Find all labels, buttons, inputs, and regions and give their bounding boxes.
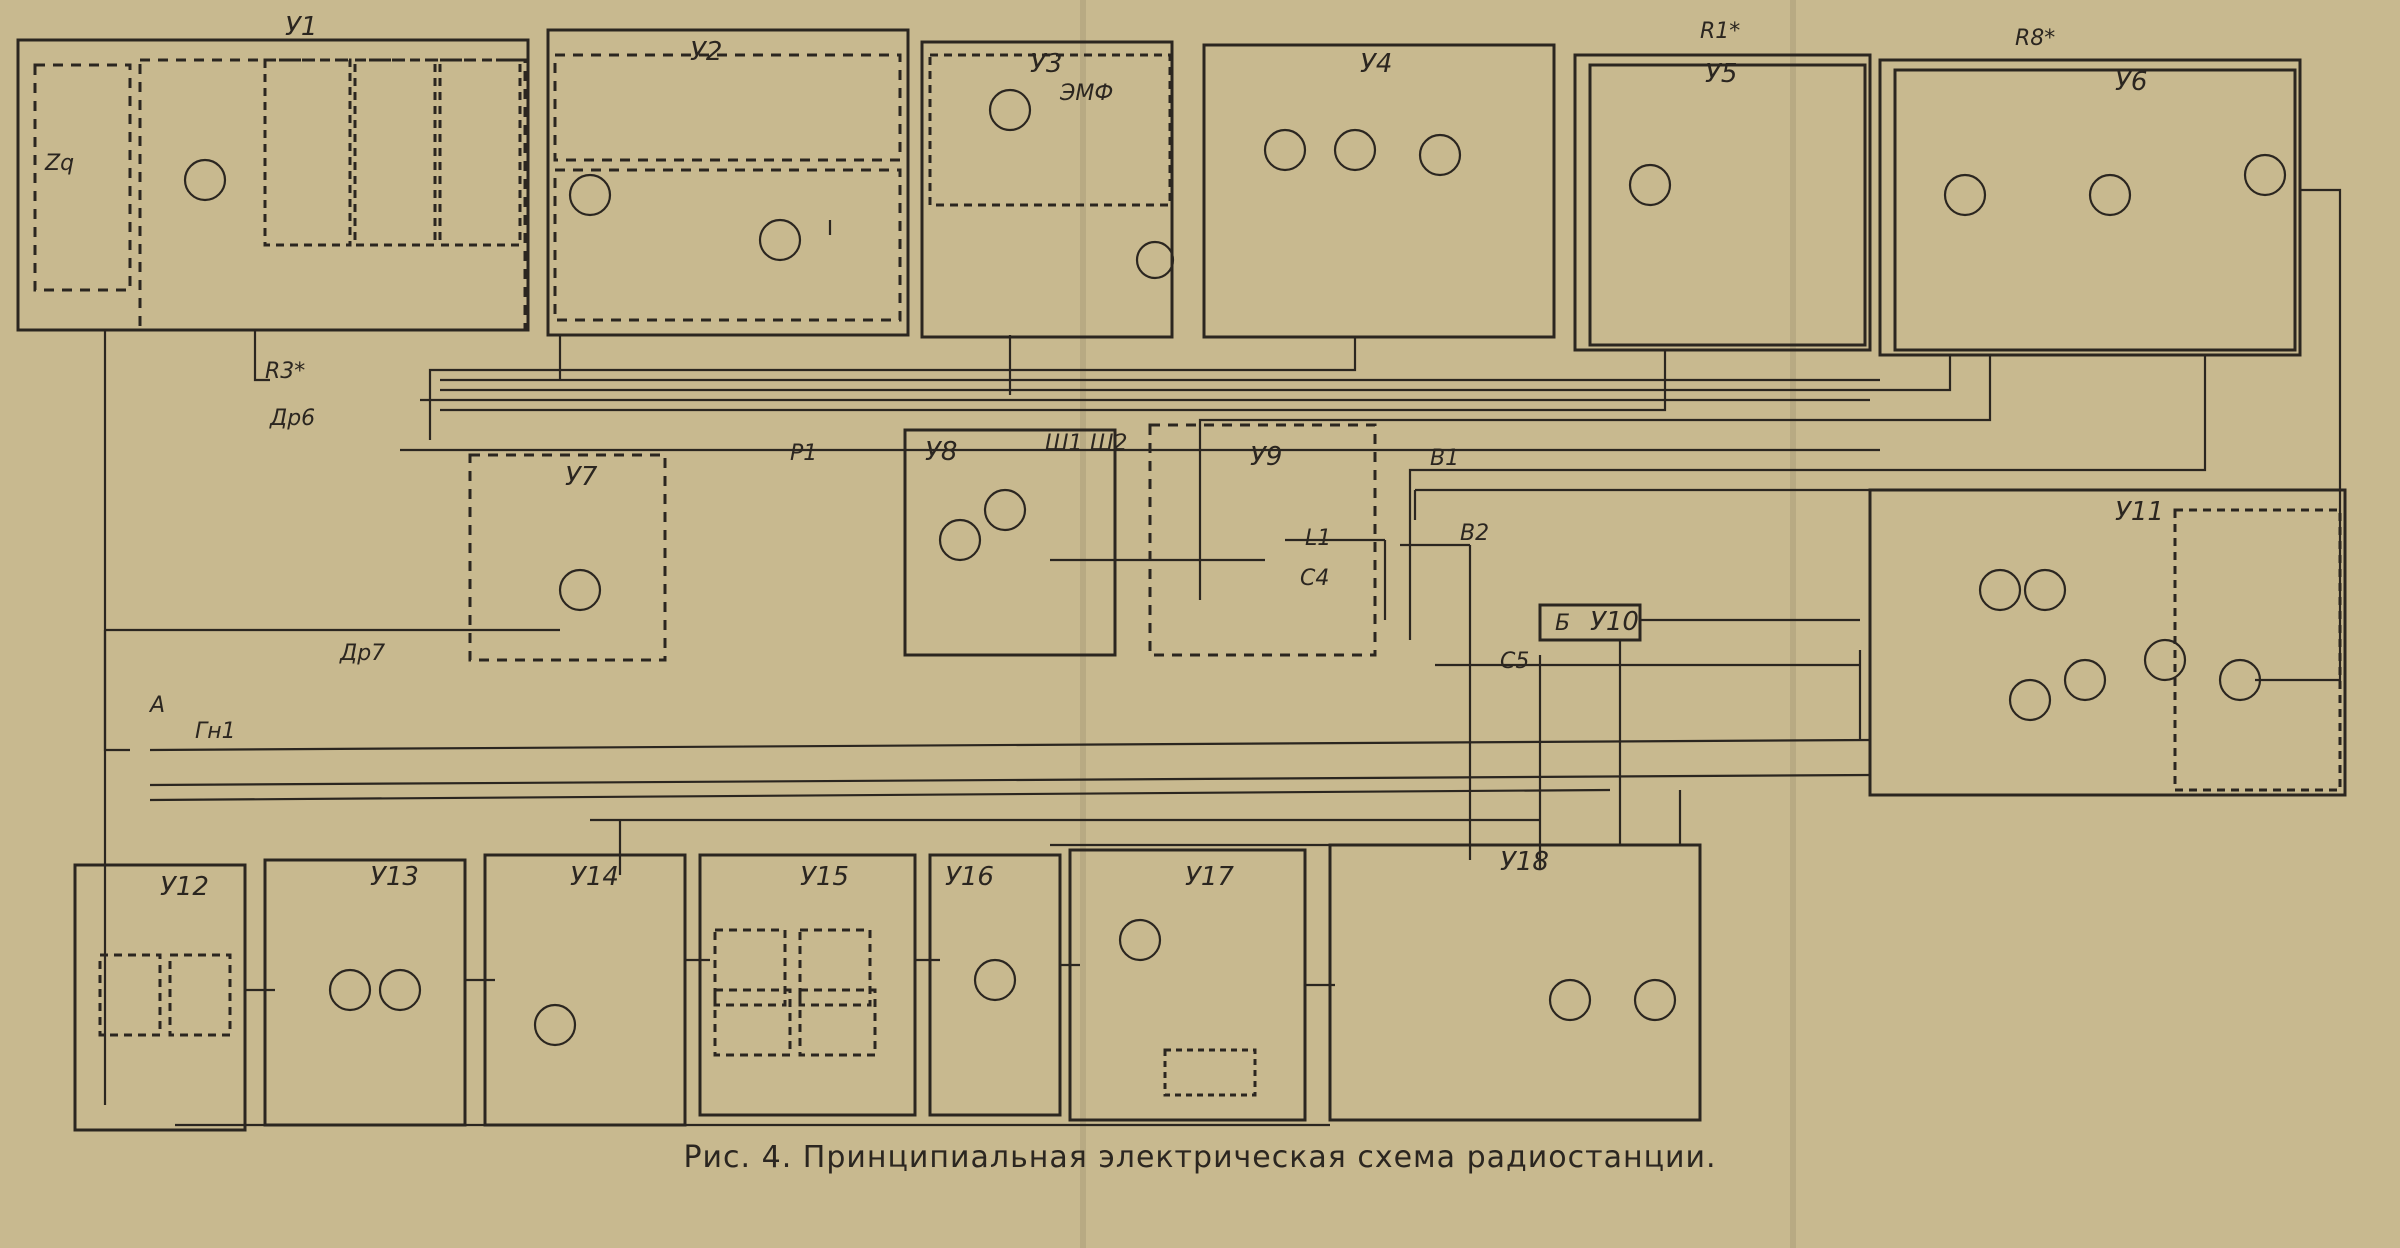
figure-caption: Рис. 4. Принципиальная электрическая схе… — [683, 1140, 1717, 1175]
label-r1top: R1* — [1700, 19, 1740, 44]
label-l1: L1 — [1305, 526, 1331, 551]
unit-u6-label: У6 — [2115, 67, 2147, 97]
unit-u7-frame — [468, 453, 667, 662]
unit-u10-label: У10 — [1590, 607, 1639, 637]
unit-u5-label: У5 — [1705, 59, 1737, 89]
unit-u1-label: У1 — [285, 12, 317, 42]
unit-u18-frame — [1328, 843, 1702, 1122]
unit-u4-frame — [1202, 43, 1556, 339]
label-emf: ЭМФ — [1059, 81, 1113, 106]
unit-u13-frame — [263, 858, 467, 1127]
label-p1: Р1 — [790, 441, 817, 466]
unit-u18-label: У18 — [1500, 847, 1549, 877]
unit-u16-frame — [928, 853, 1062, 1117]
unit-u17-label: У17 — [1185, 862, 1234, 892]
label-r8top: R8* — [2015, 26, 2055, 51]
unit-u5-frame — [1573, 53, 1872, 352]
unit-u9-label: У9 — [1250, 442, 1282, 472]
unit-u12-frame — [73, 863, 247, 1132]
label-a: А — [148, 693, 165, 718]
label-zq: Zq — [44, 151, 74, 176]
label-b: Б — [1555, 611, 1570, 636]
unit-u14-frame — [483, 853, 687, 1127]
unit-u2-label: У2 — [690, 37, 722, 67]
label-gn1: Гн1 — [195, 719, 236, 744]
unit-u16-label: У16 — [945, 862, 994, 892]
label-r3: R3* — [265, 359, 305, 384]
label-c4: C4 — [1300, 566, 1329, 591]
unit-u8-label: У8 — [925, 437, 957, 467]
unit-u3-frame — [920, 40, 1174, 339]
label-v2: В2 — [1460, 521, 1489, 546]
unit-u15-label: У15 — [800, 862, 849, 892]
unit-u1-frame — [16, 38, 530, 332]
unit-u9-frame — [1148, 423, 1377, 657]
unit-u11-frame — [1868, 488, 2347, 797]
label-c5: C5 — [1500, 649, 1529, 674]
unit-u8-frame — [903, 428, 1117, 657]
unit-u10-frame — [1538, 603, 1642, 642]
unit-u3-label: У3 — [1030, 49, 1062, 79]
unit-u15-frame — [698, 853, 917, 1117]
unit-u11-label: У11 — [2115, 497, 2164, 527]
unit-u7-label: У7 — [565, 462, 598, 492]
label-sh1: Ш1 — [1045, 431, 1083, 456]
unit-u4-label: У4 — [1360, 49, 1392, 79]
label-dr7: Др7 — [339, 641, 385, 666]
label-dr6: Др6 — [269, 406, 315, 431]
unit-u2-frame — [546, 28, 910, 337]
label-v1: В1 — [1430, 446, 1459, 471]
unit-u13-label: У13 — [370, 862, 419, 892]
label-sh2: Ш2 — [1090, 431, 1128, 456]
unit-u12-label: У12 — [160, 872, 209, 902]
unit-u6-frame — [1878, 58, 2302, 357]
unit-u14-label: У14 — [570, 862, 619, 892]
